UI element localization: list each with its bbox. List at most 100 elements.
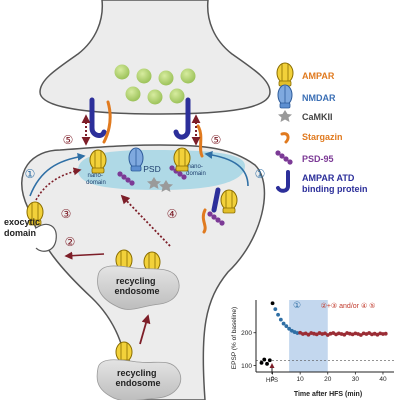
nanodomain-right-label: nano- domain <box>186 164 206 177</box>
legend-camkii-icon <box>278 110 292 122</box>
data-point <box>381 332 385 336</box>
vesicle <box>169 88 185 104</box>
recycling-upper-line1: recycling <box>116 276 156 286</box>
data-point <box>323 331 327 336</box>
x-tick-label: 0 <box>271 376 275 383</box>
data-point <box>281 321 286 326</box>
legend-nmdar-label: NMDAR <box>302 93 336 103</box>
x-tick-label: 40 <box>379 376 387 383</box>
vesicle <box>125 86 141 102</box>
recycling-lower-line2: endosome <box>115 378 160 388</box>
nanodomain-left-line2: domain <box>86 180 106 186</box>
legend-ampar-icon <box>276 62 294 87</box>
nmdar-receptor <box>128 147 144 172</box>
vesicle <box>114 64 130 80</box>
legend-atd-label: AMPAR ATD binding protein <box>302 173 368 194</box>
nanodomain-right-line2: domain <box>186 171 206 177</box>
exocytic-notch <box>35 223 57 252</box>
data-point <box>306 332 311 337</box>
vesicle <box>147 89 163 105</box>
atd-binding-protein <box>173 97 191 140</box>
epsp-chart: 0 10 20 30 40 100 200 EPSP (% of baseline) Tim… <box>231 300 394 398</box>
data-point <box>270 301 275 306</box>
legend-nmdar-icon <box>277 84 293 109</box>
vesicle <box>136 68 152 84</box>
legend-psd95-label: PSD-95 <box>302 154 334 164</box>
ampar-receptor <box>89 149 107 174</box>
legend: AMPAR NMDAR CaMKII Stargazin PSD-95 AMPA… <box>275 62 368 194</box>
pathway-number-5-left: ⑤ <box>63 133 74 147</box>
nanodomain-right-line1: nano- <box>187 164 202 170</box>
legend-atd-line1: AMPAR ATD <box>302 173 355 183</box>
exocytic-line1: exocytic <box>4 217 40 227</box>
data-point <box>358 333 363 337</box>
data-point <box>267 358 272 363</box>
data-point <box>295 331 300 335</box>
x-tick-label: 30 <box>352 376 360 383</box>
pathway-4-arrow <box>120 194 171 247</box>
exocytic-domain-label: exocytic domain <box>4 217 43 238</box>
endosome-transport-arrow <box>139 314 151 345</box>
data-point <box>278 317 283 322</box>
stargazin <box>201 208 207 234</box>
chart-y-label: EPSP (% of baseline) <box>231 307 238 369</box>
legend-ampar-label: AMPAR <box>302 71 335 81</box>
presynaptic-terminal <box>39 0 271 115</box>
legend-stargazin-label: Stargazin <box>302 132 343 142</box>
pathway-2-arrow <box>64 251 105 260</box>
pathway-number-5-right: ⑤ <box>211 133 222 147</box>
ampar-receptor <box>220 189 238 214</box>
hfs-label: HFS <box>266 378 278 384</box>
x-tick-label: 10 <box>297 376 305 383</box>
data-point <box>287 326 292 331</box>
atd-binding-protein <box>89 97 107 138</box>
data-point <box>342 332 347 337</box>
y-tick-label: 100 <box>241 363 252 370</box>
camkii-star <box>159 180 173 192</box>
stargazin <box>196 124 204 158</box>
pathway-number-4: ④ <box>167 207 178 221</box>
data-point <box>383 331 388 336</box>
legend-atd-line2: binding protein <box>302 184 368 194</box>
camkii-star <box>147 177 161 189</box>
data-point <box>265 361 269 366</box>
recycling-endosome-lower <box>96 359 182 400</box>
nanodomain-left-line1: nano- <box>87 173 102 179</box>
vesicle <box>158 70 174 86</box>
exocytic-line2: domain <box>4 228 36 238</box>
recycling-endosome-lower-label: recycling endosome <box>115 368 160 388</box>
data-point <box>284 324 289 329</box>
ampar-receptor <box>173 147 191 172</box>
legend-camkii-label: CaMKII <box>302 112 333 122</box>
phase-2-label: ②+③ and/or ④ ⑤ <box>321 302 376 310</box>
chart-x-label: Time after HFS (min) <box>294 391 362 398</box>
atd-binding-protein <box>211 187 221 213</box>
nanodomain-left-label: nano- domain <box>86 173 106 186</box>
legend-stargazin-icon <box>280 132 290 144</box>
pathway-number-2: ② <box>65 235 76 249</box>
legend-atd-protein-icon <box>276 170 290 193</box>
data-point <box>259 360 264 365</box>
recycling-upper-line2: endosome <box>114 286 159 296</box>
data-point <box>273 307 278 312</box>
recycling-lower-line1: recycling <box>117 368 157 378</box>
data-point <box>276 312 280 317</box>
pathway-number-3: ③ <box>61 207 72 221</box>
stargazin <box>102 100 112 144</box>
pathway-number-1-left: ① <box>25 167 36 181</box>
vesicle <box>180 68 196 84</box>
y-tick-label: 200 <box>241 330 252 337</box>
phase-1-label: ① <box>293 300 301 310</box>
pathway-1-right-arrow <box>204 150 249 187</box>
x-tick-label: 20 <box>324 376 332 383</box>
pathway-1-left-arrow <box>29 153 86 197</box>
recycling-endosome-upper <box>97 265 180 310</box>
legend-psd95-icon <box>275 150 293 165</box>
pathway-3-arrow <box>35 167 82 201</box>
synaptic-vesicles <box>114 64 196 105</box>
data-point <box>262 357 267 362</box>
psd-label: PSD <box>143 164 160 174</box>
pathway-number-1-right: ① <box>255 167 266 181</box>
recycling-endosome-upper-label: recycling endosome <box>114 276 159 296</box>
